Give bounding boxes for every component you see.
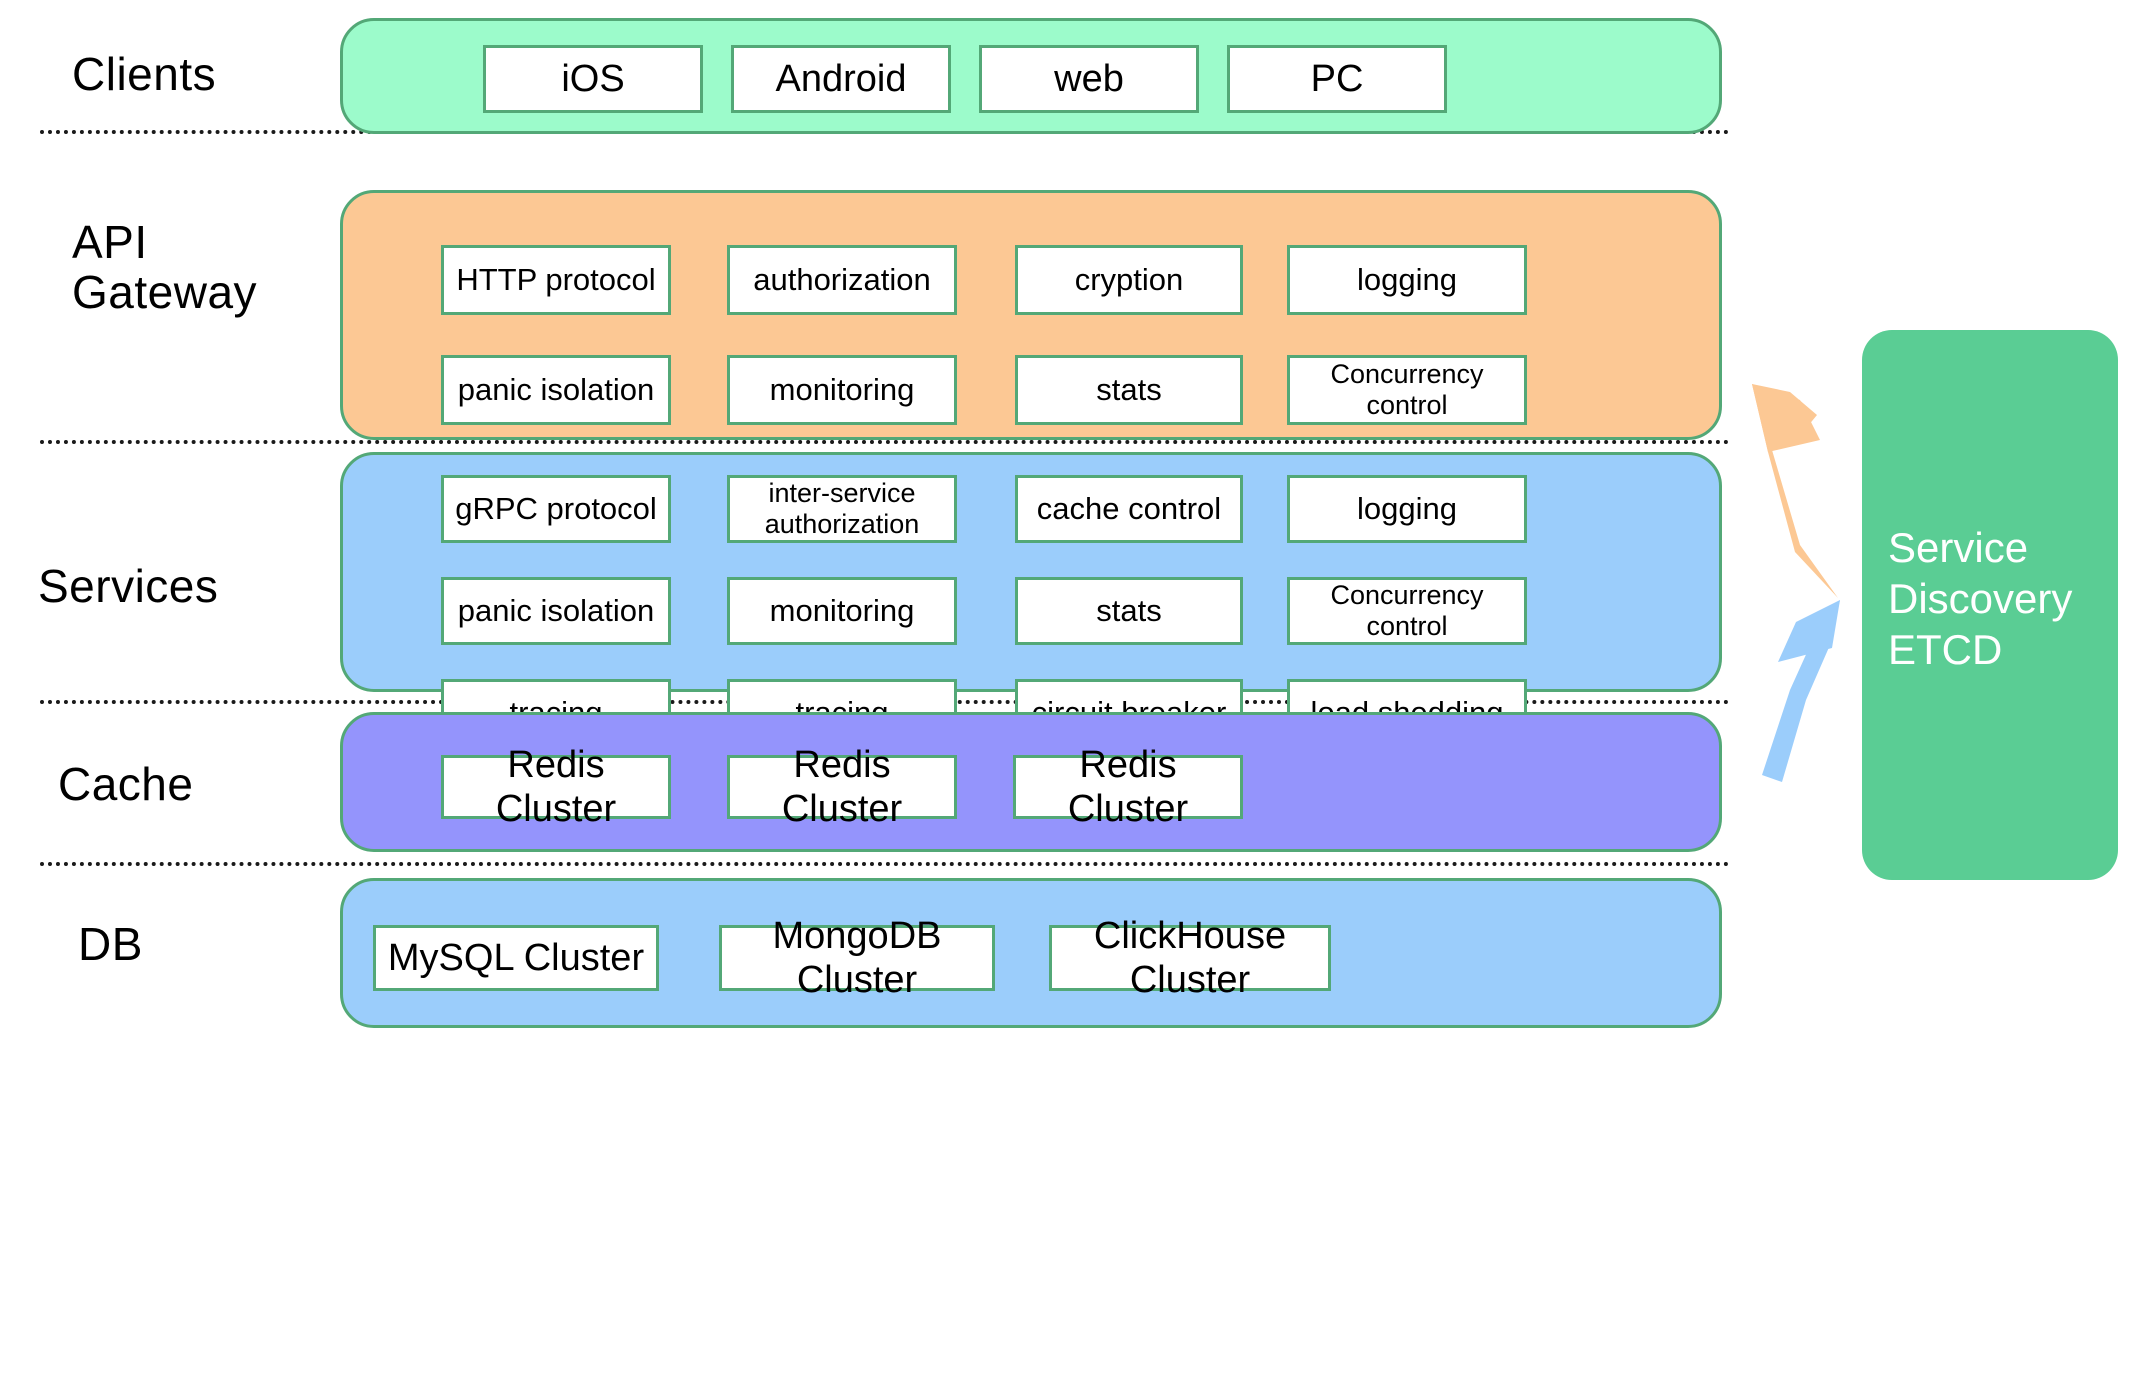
row-label-cache: Cache: [58, 758, 194, 810]
card-services-panic-isolation[interactable]: panic isolation: [441, 577, 671, 645]
band-api-gateway: HTTP protocol authorization cryption log…: [340, 190, 1722, 535]
card-clients-web[interactable]: web: [979, 45, 1199, 113]
card-cache-redis-3[interactable]: Redis Cluster: [1013, 744, 1243, 830]
card-gateway-authorization[interactable]: authorization: [727, 245, 957, 315]
card-services-inter-service-authorization[interactable]: inter-service authorization: [727, 475, 957, 543]
card-services-cache-control[interactable]: cache control: [1015, 475, 1243, 543]
card-gateway-monitoring[interactable]: monitoring: [727, 355, 957, 425]
card-cache-redis-2[interactable]: Redis Cluster: [727, 744, 957, 830]
card-db-mongodb-cluster[interactable]: MongoDB Cluster: [719, 915, 995, 1001]
card-db-mysql-cluster[interactable]: MySQL Cluster: [373, 925, 659, 991]
gateway-etcd-arrow-icon: [1752, 384, 1838, 598]
gateway-etcd-arrowhead-icon: [1752, 384, 1820, 452]
separator-gateway-services: [40, 440, 1730, 444]
card-services-monitoring[interactable]: monitoring: [727, 577, 957, 645]
service-discovery-label: Service Discovery ETCD: [1888, 524, 2073, 674]
band-cache: Redis Cluster Redis Cluster Redis Cluste…: [340, 712, 1722, 852]
band-db: MySQL Cluster MongoDB Cluster ClickHouse…: [340, 878, 1722, 1028]
card-gateway-concurrency-control[interactable]: Concurrency control: [1287, 355, 1527, 425]
band-services-container: gRPC protocol inter-service authorizatio…: [340, 452, 1722, 747]
card-clients-android[interactable]: Android: [731, 45, 951, 113]
card-db-clickhouse-cluster[interactable]: ClickHouse Cluster: [1049, 915, 1331, 1001]
card-services-stats[interactable]: stats: [1015, 577, 1243, 645]
card-cache-redis-1[interactable]: Redis Cluster: [441, 744, 671, 830]
card-gateway-cryption[interactable]: cryption: [1015, 245, 1243, 315]
card-gateway-logging[interactable]: logging: [1287, 245, 1527, 315]
services-etcd-arrowhead-icon: [1778, 600, 1840, 662]
row-label-api-gateway: API Gateway: [72, 216, 258, 318]
card-clients-pc[interactable]: PC: [1227, 45, 1447, 113]
services-etcd-arrow-icon: [1762, 600, 1840, 782]
card-services-grpc-protocol[interactable]: gRPC protocol: [441, 475, 671, 543]
card-gateway-http-protocol[interactable]: HTTP protocol: [441, 245, 671, 315]
card-gateway-panic-isolation[interactable]: panic isolation: [441, 355, 671, 425]
row-label-clients: Clients: [72, 48, 217, 100]
service-discovery-etcd-box[interactable]: Service Discovery ETCD: [1862, 330, 2118, 880]
card-services-logging[interactable]: logging: [1287, 475, 1527, 543]
band-clients: iOS Android web PC: [340, 18, 1722, 134]
row-label-services: Services: [38, 560, 219, 612]
card-clients-ios[interactable]: iOS: [483, 45, 703, 113]
card-gateway-stats[interactable]: stats: [1015, 355, 1243, 425]
separator-cache-db: [40, 862, 1730, 866]
row-label-db: DB: [78, 918, 143, 970]
card-services-concurrency-control[interactable]: Concurrency control: [1287, 577, 1527, 645]
